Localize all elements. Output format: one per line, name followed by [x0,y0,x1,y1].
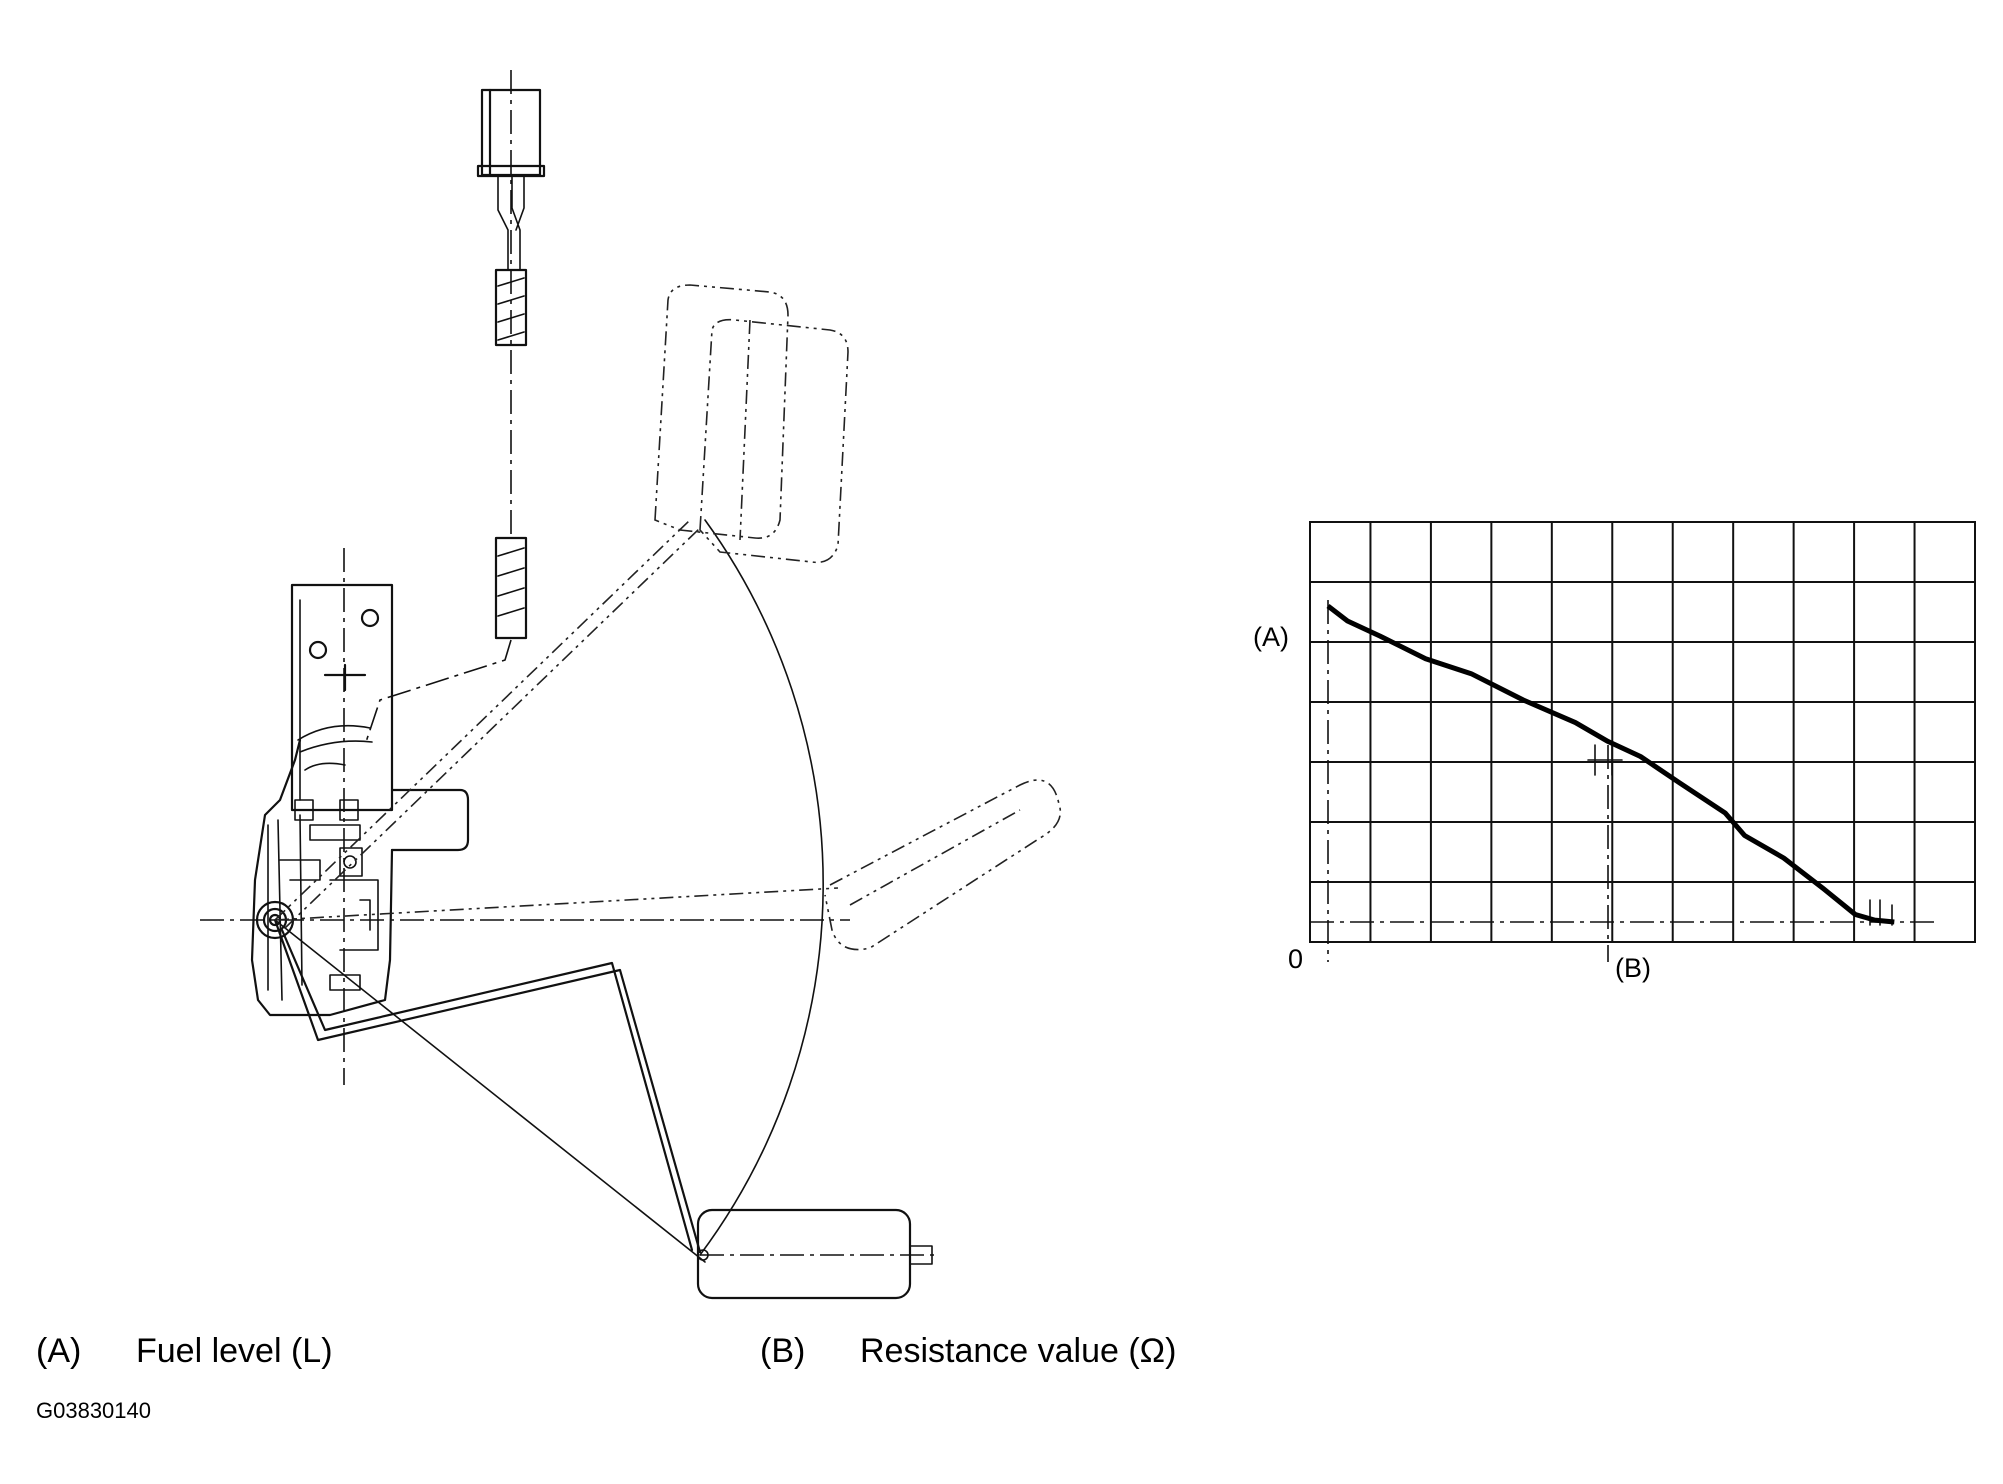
graph-grid [1309,521,1976,943]
float-empty [696,1208,935,1300]
resistance-graph: (A) (B) 0 [1253,521,1976,983]
legend-text-b: Resistance value (Ω) [860,1332,1176,1370]
origin-label: 0 [1288,944,1303,974]
curve-line [1326,604,1895,925]
float-sweep-arc [699,519,824,1256]
float-arm-mid-phantom [274,779,1062,951]
grid-frame [1309,521,1976,943]
sender-unit-drawing [200,70,1062,1300]
sender-housing [250,583,470,1017]
legend: (A) Fuel level (L) (B) Resistance value … [36,1332,1176,1370]
y-axis-label: (A) [1253,622,1289,652]
legend-key-a: (A) [36,1332,81,1370]
legend-text-a: Fuel level (L) [136,1332,333,1370]
figure-code: G03830140 [36,1398,151,1423]
float-arm-empty [273,918,706,1263]
harness-connector [364,70,546,746]
resistance-curve [1326,604,1895,925]
legend-key-b: (B) [760,1332,805,1370]
x-axis-label: (B) [1615,953,1651,983]
float-arm-full-phantom [274,284,849,929]
